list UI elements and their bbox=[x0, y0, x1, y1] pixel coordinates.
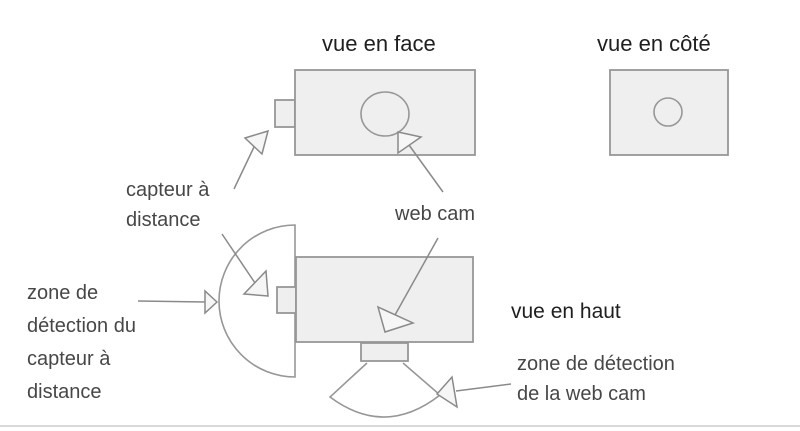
webcam-top-callout-line bbox=[394, 237, 439, 316]
webcam-top-arrow-head bbox=[376, 305, 416, 333]
sensor-detection-zone-shape bbox=[218, 224, 296, 378]
sensor-front-arrow-head bbox=[243, 129, 270, 156]
remote-sensor-label: capteur à distance bbox=[126, 179, 210, 231]
front-view-webcam-lens bbox=[360, 91, 410, 137]
webcam-detection-zone-label: zone de détection de la web cam bbox=[517, 353, 675, 405]
front-view-sensor-block bbox=[274, 99, 296, 128]
top-view-title: vue en haut bbox=[511, 300, 621, 323]
webcam-label: web cam bbox=[395, 203, 476, 225]
sensor-detection-zone-label: zone de détection du capteur à distance bbox=[27, 282, 136, 403]
sensor-zone-arrow-head bbox=[204, 289, 219, 315]
webcam-front-callout-line bbox=[408, 144, 444, 193]
side-view-title: vue en côté bbox=[597, 31, 711, 56]
sensor-zone-callout-line bbox=[137, 300, 206, 303]
webcam-detection-zone-shape bbox=[328, 362, 442, 418]
top-view-webcam-block bbox=[360, 342, 409, 362]
sensor-top-arrow-head bbox=[242, 269, 269, 297]
sensor-front-callout-line bbox=[233, 146, 255, 190]
side-view-body bbox=[609, 69, 729, 156]
webcam-front-arrow-head bbox=[397, 131, 423, 155]
webcam-zone-arrow-head bbox=[435, 375, 459, 409]
side-view-webcam-lens bbox=[653, 97, 683, 127]
sensor-top-callout-line bbox=[221, 233, 256, 284]
top-view-sensor-block bbox=[276, 286, 297, 314]
webcam-zone-callout-line bbox=[455, 383, 512, 392]
front-view-body bbox=[294, 69, 476, 156]
front-view-title: vue en face bbox=[322, 31, 436, 56]
